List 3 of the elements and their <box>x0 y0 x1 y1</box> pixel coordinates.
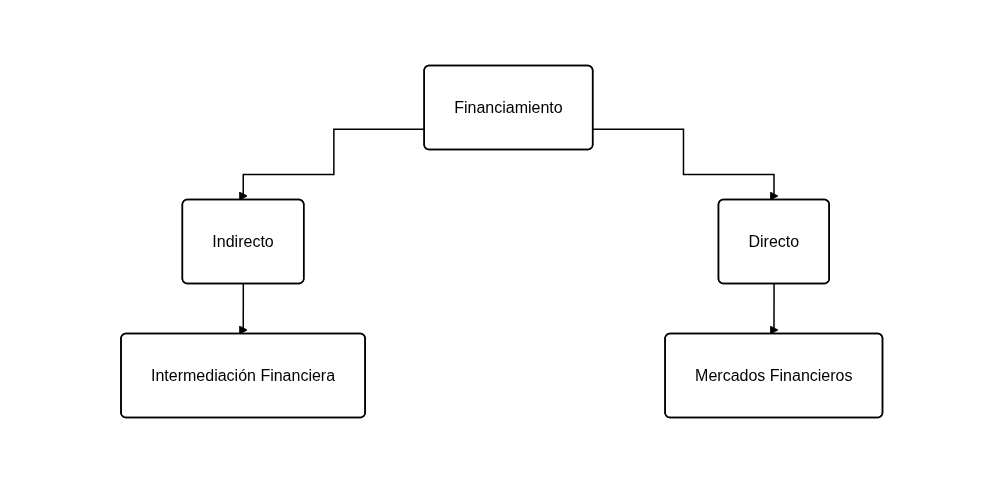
arrow <box>592 128 779 201</box>
arrow <box>238 283 248 335</box>
arrow <box>769 283 779 335</box>
